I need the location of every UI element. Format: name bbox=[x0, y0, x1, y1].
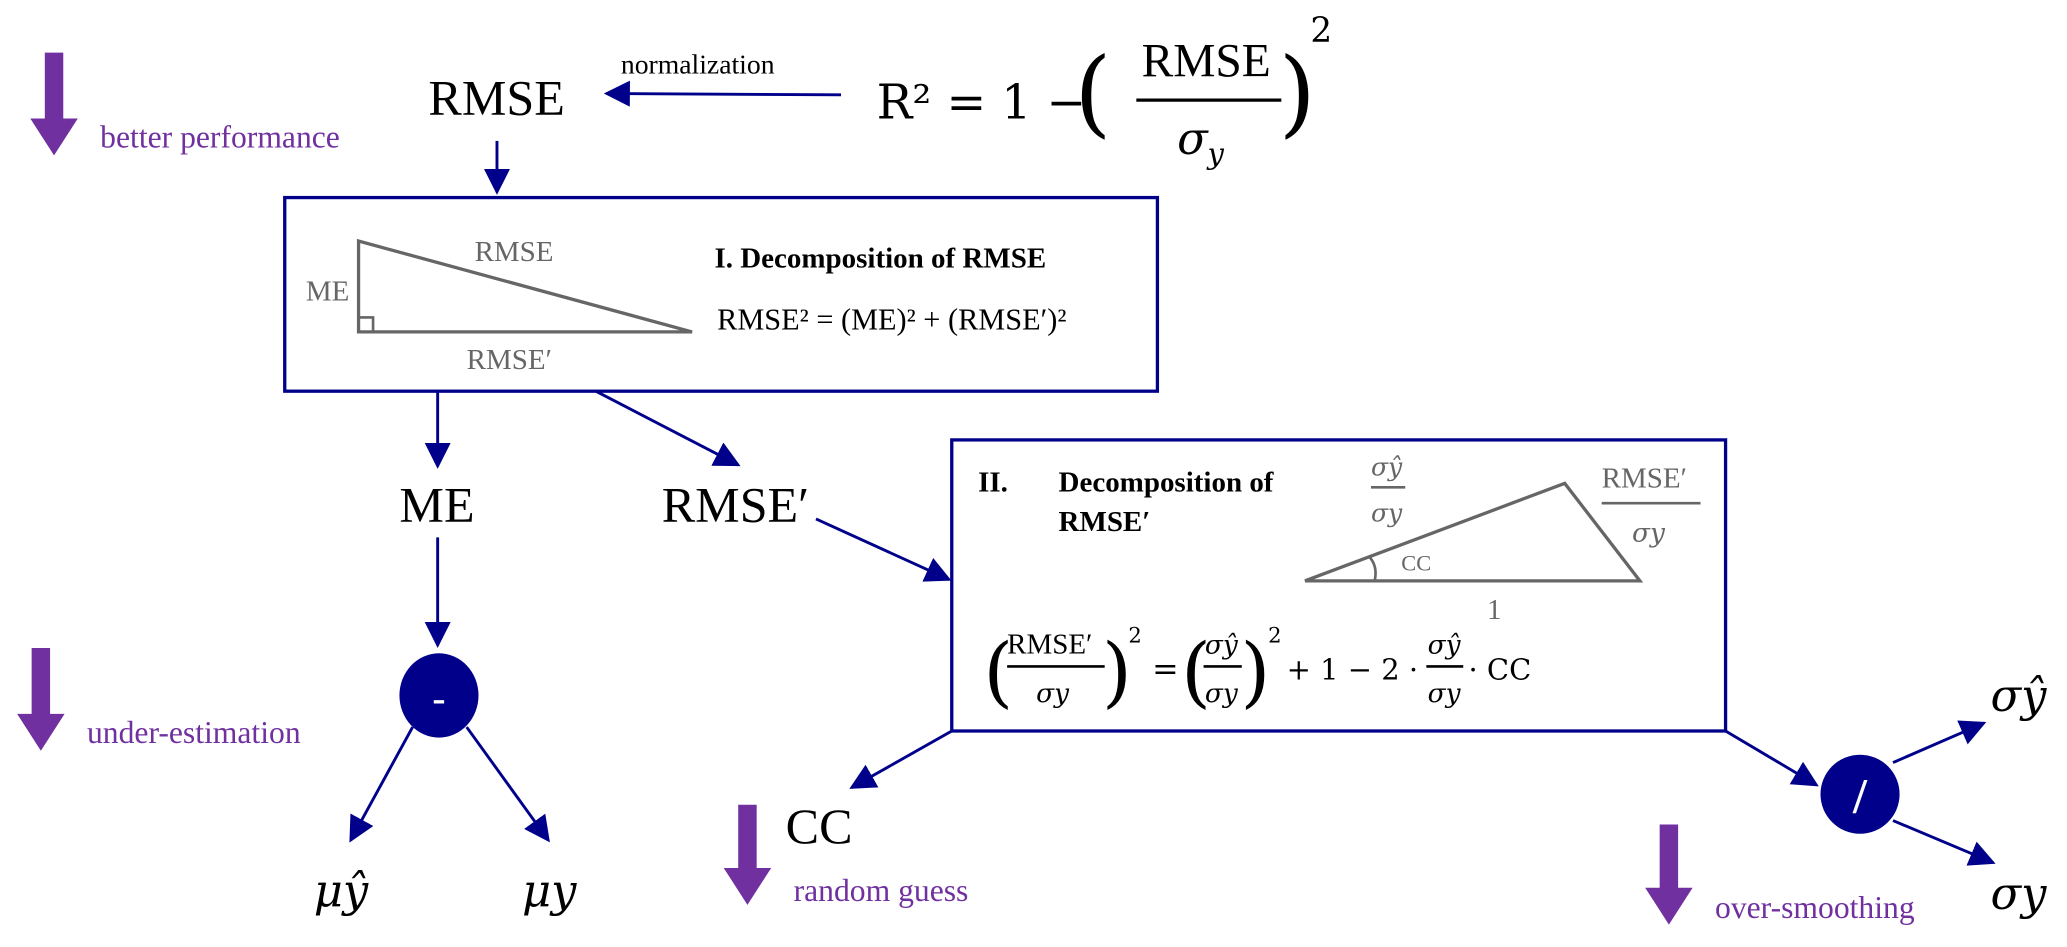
r2-denominator-sub: y bbox=[1206, 136, 1225, 170]
minus-circle bbox=[399, 653, 479, 738]
mu-hat-node: μŷ bbox=[314, 864, 369, 917]
divide-symbol: / bbox=[1852, 768, 1868, 824]
me-node: ME bbox=[399, 477, 474, 533]
sigma-y-node: σy bbox=[1991, 867, 2048, 920]
box2-title-line2: RMSE′ bbox=[1059, 506, 1151, 538]
random-guess-label: random guess bbox=[794, 873, 969, 908]
triangle-left-frac-den: σy bbox=[1371, 499, 1403, 528]
divide-circle bbox=[1820, 754, 1900, 834]
divide-operator-node: / bbox=[1820, 754, 1900, 834]
r2-denominator: σ bbox=[1177, 112, 1209, 165]
mu-y-node: μy bbox=[522, 864, 577, 917]
eq-exp-1: 2 bbox=[1128, 623, 1141, 648]
eq-lparen-2: ( bbox=[1181, 628, 1211, 717]
r-squared-formula: R² = 1 − ( RMSE σ y ) 2 bbox=[877, 11, 1333, 170]
r2-numerator: RMSE bbox=[1142, 35, 1271, 87]
eq-equals: = bbox=[1152, 652, 1179, 688]
box1-equation: RMSE² = (ME)² + (RMSE′)² bbox=[717, 302, 1066, 336]
box2-equation: ( RMSE′ σy ) 2 = ( σŷ σy ) 2 + 1 − 2 · σ… bbox=[983, 623, 1531, 717]
eq-middle: + 1 − 2 · bbox=[1287, 653, 1419, 687]
over-smoothing-indicator: over-smoothing bbox=[1645, 824, 1915, 925]
eq-frac3-den: σy bbox=[1428, 679, 1462, 709]
triangle-right-frac-den: σy bbox=[1632, 518, 1666, 548]
left-paren: ( bbox=[1074, 38, 1111, 148]
rmse-prime-node: RMSE′ bbox=[662, 477, 809, 533]
better-performance-label: better performance bbox=[100, 120, 340, 155]
box2-title-number: II. bbox=[978, 466, 1008, 498]
eq-frac3-num: σŷ bbox=[1428, 630, 1462, 660]
triangle-left-frac-num: σŷ bbox=[1371, 452, 1403, 481]
r2-exponent: 2 bbox=[1310, 11, 1332, 51]
decomposition-rmse-box: RMSE ME RMSE′ I. Decomposition of RMSE R… bbox=[283, 195, 1160, 393]
box2-to-divide-edge bbox=[1724, 729, 1819, 787]
over-smoothing-label: over-smoothing bbox=[1715, 890, 1915, 925]
divide-to-sigma-hat-edge bbox=[1892, 720, 1987, 764]
random-guess-indicator: random guess bbox=[723, 804, 969, 908]
box2-to-cc-edge bbox=[849, 729, 953, 789]
divide-to-sigma-y-edge bbox=[1892, 819, 1996, 866]
eq-frac2-num: σŷ bbox=[1205, 630, 1239, 660]
triangle-angle-label: CC bbox=[1401, 550, 1431, 575]
eq-rparen-1: ) bbox=[1102, 628, 1132, 717]
triangle-base-label-1: 1 bbox=[1487, 594, 1501, 626]
eq-frac2-den: σy bbox=[1205, 679, 1239, 709]
eq-rparen-2: ) bbox=[1240, 628, 1270, 717]
down-arrow-icon bbox=[30, 52, 78, 156]
cc-node: CC bbox=[786, 798, 853, 854]
minus-to-mu-y-edge bbox=[465, 726, 550, 843]
under-estimation-indicator: under-estimation bbox=[17, 648, 301, 751]
angle-arc bbox=[1368, 556, 1377, 580]
normalization-edge bbox=[603, 80, 842, 107]
rmse-prime-to-box2-edge bbox=[815, 517, 952, 582]
box2-frame bbox=[950, 438, 1728, 733]
eq-exp-2: 2 bbox=[1268, 623, 1281, 648]
eq-lparen-1: ( bbox=[983, 628, 1013, 717]
minus-symbol: - bbox=[432, 676, 445, 720]
decomposition-rmse-prime-box: II. Decomposition of RMSE′ CC 1 σŷ σy RM… bbox=[950, 438, 1728, 733]
r2-lhs: R² = 1 − bbox=[877, 76, 1087, 131]
eq-frac1-num: RMSE′ bbox=[1007, 628, 1092, 660]
normalization-label: normalization bbox=[621, 49, 775, 80]
triangle-hypotenuse-label: RMSE bbox=[475, 236, 554, 268]
triangle-right-frac-num: RMSE′ bbox=[1602, 462, 1687, 494]
down-arrow-icon bbox=[17, 648, 65, 751]
right-paren: ) bbox=[1279, 38, 1316, 148]
box1-frame bbox=[283, 195, 1160, 393]
rmse-node: RMSE bbox=[428, 70, 564, 126]
box2-title-line1: Decomposition of bbox=[1059, 466, 1274, 498]
triangle-leg-label: ME bbox=[306, 275, 349, 307]
box1-to-rmse-prime-edge bbox=[595, 389, 741, 467]
minus-to-mu-hat-edge bbox=[349, 726, 414, 843]
sigma-hat-node: σŷ bbox=[1991, 669, 2048, 722]
minus-operator-node: - bbox=[399, 653, 479, 738]
down-arrow-icon bbox=[1645, 824, 1693, 925]
down-arrow-icon bbox=[723, 804, 772, 905]
right-angle-mark bbox=[357, 316, 375, 334]
eq-tail: · CC bbox=[1469, 653, 1532, 687]
under-estimation-label: under-estimation bbox=[87, 715, 301, 750]
better-performance-indicator: better performance bbox=[30, 52, 340, 156]
cc-triangle bbox=[1304, 481, 1644, 583]
triangle-base-label: RMSE′ bbox=[467, 344, 552, 376]
right-triangle bbox=[356, 238, 693, 334]
box1-title: I. Decomposition of RMSE bbox=[714, 242, 1046, 274]
eq-frac1-den: σy bbox=[1036, 679, 1070, 709]
